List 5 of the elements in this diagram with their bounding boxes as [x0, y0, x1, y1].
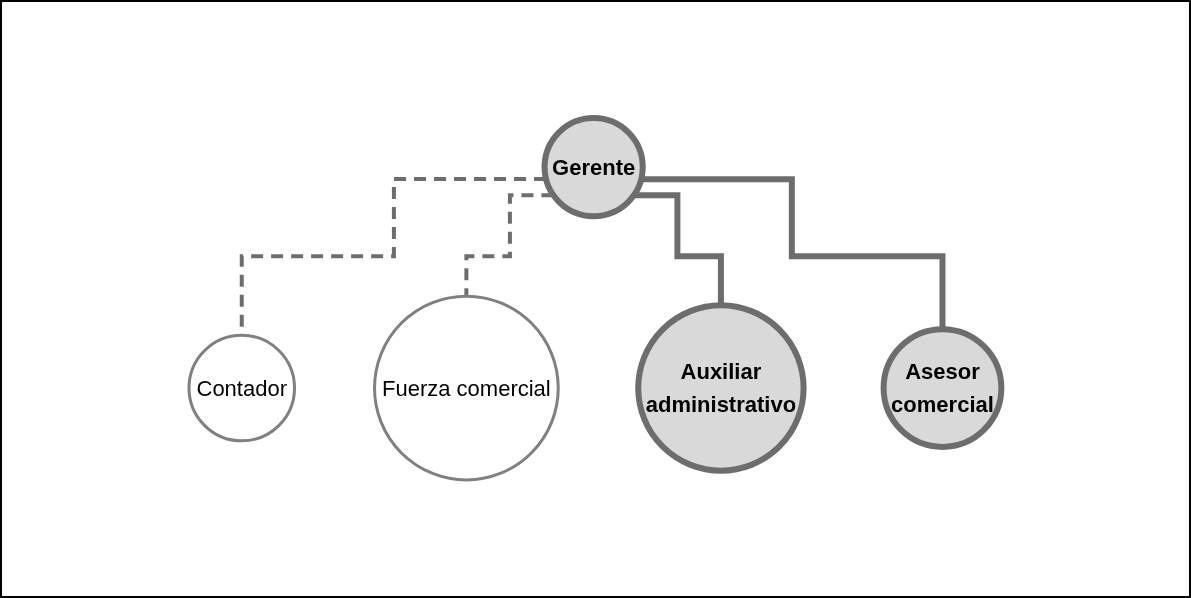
node-circle: Auxiliar administrativo: [635, 302, 807, 474]
node-circle: Fuerza comercial: [373, 294, 561, 482]
node-circle: Contador: [187, 333, 297, 443]
node-circle: Gerente: [541, 115, 647, 220]
node-circle: Asesor comercial: [880, 326, 1005, 450]
